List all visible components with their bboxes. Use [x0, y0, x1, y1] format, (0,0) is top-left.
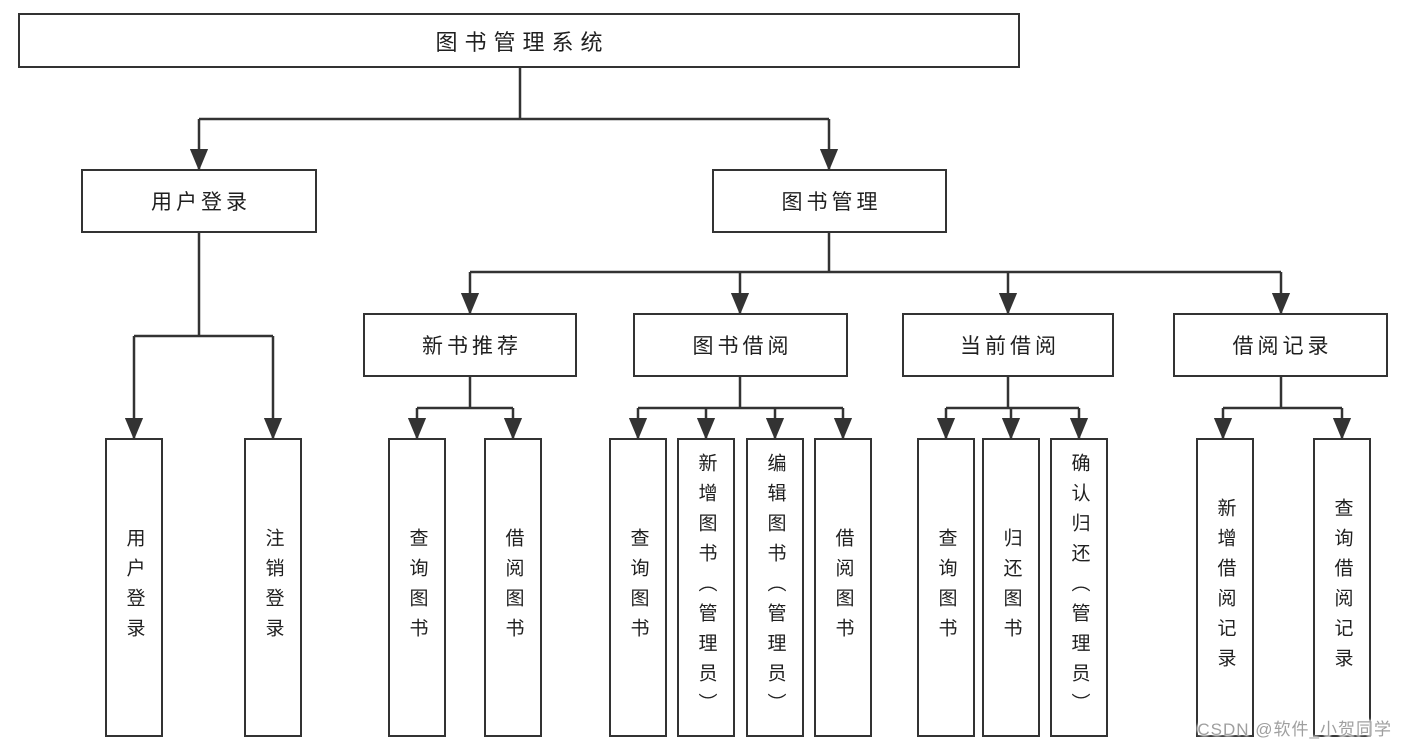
connector-borrow-records-children: [1223, 377, 1342, 410]
connector-book-borrow-children: [638, 377, 843, 410]
node-new-book-rec-label: 新书推荐: [422, 335, 522, 358]
node-new-book-rec: 新书推荐: [363, 313, 577, 377]
leaf-label: 新增图书（管理员）: [695, 452, 717, 723]
leaf-label: 查询借阅记录: [1331, 497, 1353, 678]
leaf-label: 新增借阅记录: [1214, 497, 1236, 678]
connector-root-to-level2: [199, 68, 829, 121]
node-leaf-cb-query-book: 查询图书: [917, 438, 975, 737]
leaf-label: 查询图书: [406, 527, 428, 648]
node-leaf-cb-return-book: 归还图书: [982, 438, 1040, 737]
node-leaf-logout: 注销登录: [244, 438, 302, 737]
leaf-label: 确认归还（管理员）: [1068, 452, 1090, 723]
node-borrow-records-label: 借阅记录: [1232, 335, 1333, 358]
node-user-login-label: 用户登录: [151, 191, 251, 214]
node-book-borrow: 图书借阅: [633, 313, 848, 377]
leaf-label: 借阅图书: [502, 527, 524, 648]
node-book-mgmt-label: 图书管理: [781, 191, 882, 214]
node-borrow-records: 借阅记录: [1173, 313, 1388, 377]
node-leaf-nbr-query-book: 查询图书: [388, 438, 446, 737]
node-leaf-nbr-borrow-book: 借阅图书: [484, 438, 542, 737]
csdn-watermark: CSDN @软件_小贺同学: [1197, 720, 1392, 739]
leaf-label: 归还图书: [1000, 527, 1022, 648]
leaf-label: 编辑图书（管理员）: [764, 452, 786, 723]
leaf-label: 查询图书: [935, 527, 957, 648]
node-leaf-bb-query-book: 查询图书: [609, 438, 667, 737]
connector-book-mgmt-children: [470, 233, 1281, 274]
node-root-label: 图书管理系统: [435, 29, 610, 55]
node-leaf-br-add-record: 新增借阅记录: [1196, 438, 1254, 737]
node-book-mgmt: 图书管理: [712, 169, 947, 233]
node-leaf-cb-confirm-return: 确认归还（管理员）: [1050, 438, 1108, 737]
connector-user-login-children: [134, 233, 273, 338]
connector-new-book-rec-children: [417, 377, 513, 410]
leaf-label: 注销登录: [262, 527, 284, 648]
node-leaf-bb-edit-book: 编辑图书（管理员）: [746, 438, 804, 737]
node-leaf-br-query-record: 查询借阅记录: [1313, 438, 1371, 737]
node-current-borrow-label: 当前借阅: [960, 335, 1060, 358]
node-user-login: 用户登录: [81, 169, 317, 233]
node-current-borrow: 当前借阅: [902, 313, 1114, 377]
leaf-label: 用户登录: [123, 527, 145, 648]
node-leaf-bb-add-book: 新增图书（管理员）: [677, 438, 735, 737]
node-root: 图书管理系统: [18, 13, 1020, 68]
connector-current-borrow-children: [946, 377, 1079, 410]
leaf-label: 借阅图书: [832, 527, 854, 648]
node-leaf-bb-borrow-book: 借阅图书: [814, 438, 872, 737]
node-leaf-user-login: 用户登录: [105, 438, 163, 737]
leaf-label: 查询图书: [627, 527, 649, 648]
node-book-borrow-label: 图书借阅: [692, 335, 793, 358]
